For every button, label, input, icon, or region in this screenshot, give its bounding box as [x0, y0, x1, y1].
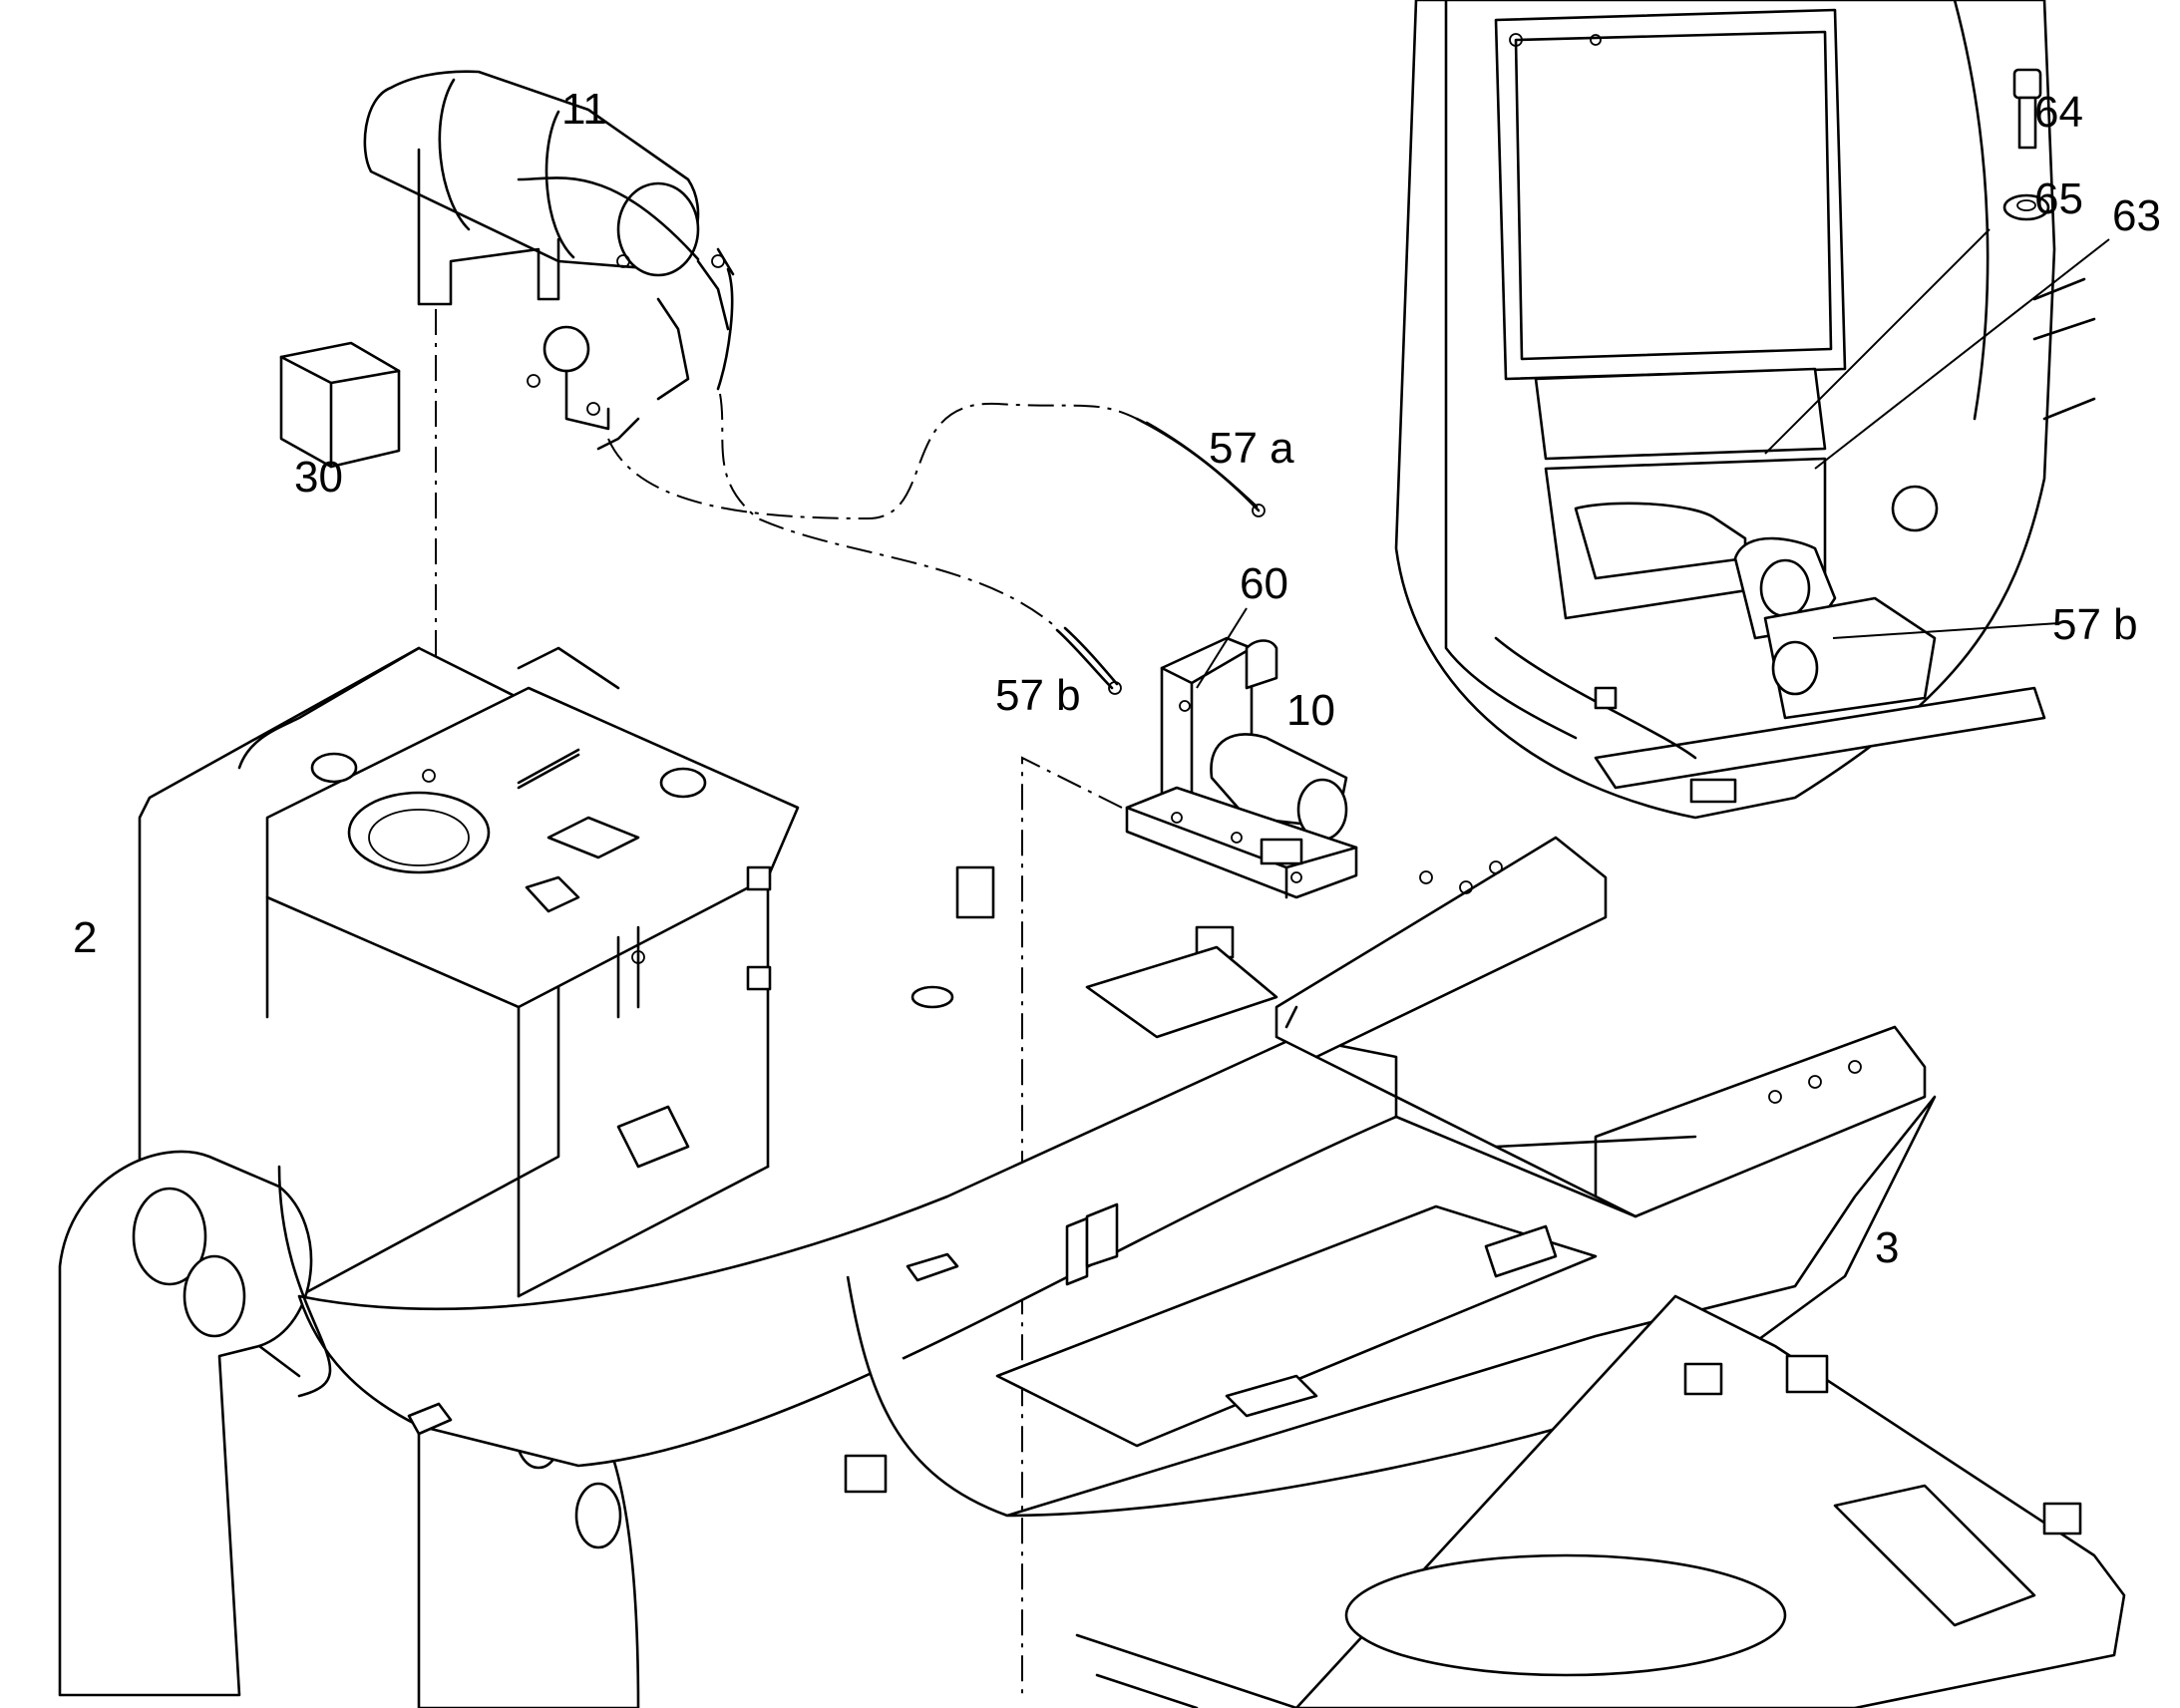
part-65-washer	[2002, 193, 2050, 221]
part-30-block	[279, 341, 401, 469]
callout-10: 10	[1286, 686, 1335, 735]
hose-route-b	[719, 393, 1058, 629]
part-2-tank	[138, 646, 800, 1298]
leader-63-a	[1764, 228, 1991, 455]
part-64-bolt	[2012, 68, 2042, 150]
part-3-frame	[58, 836, 2126, 1708]
callout-30: 30	[294, 453, 343, 502]
callout-57a: 57 a	[1209, 424, 1294, 473]
callout-57b-inset: 57 b	[2052, 600, 2138, 649]
part-57a-hose	[1135, 417, 1266, 517]
callout-11: 11	[561, 85, 607, 134]
callout-57b-main: 57 b	[995, 671, 1081, 720]
callout-64: 64	[2034, 88, 2083, 137]
callout-2: 2	[73, 913, 97, 962]
callout-65: 65	[2034, 174, 2083, 223]
callout-60: 60	[1240, 559, 1288, 608]
callout-3: 3	[1875, 1223, 1899, 1272]
part-11-accumulator	[363, 70, 735, 451]
callout-63: 63	[2112, 191, 2161, 240]
hose-route-a	[607, 402, 1138, 520]
leader-57b-inset	[1832, 622, 2060, 639]
part-10-bracket-assembly	[1125, 636, 1358, 899]
part-57b-hose	[1055, 626, 1122, 695]
leader-60	[1196, 607, 1248, 689]
leader-63-b	[1814, 238, 2110, 470]
inset-cab-detail	[1394, 0, 2096, 820]
